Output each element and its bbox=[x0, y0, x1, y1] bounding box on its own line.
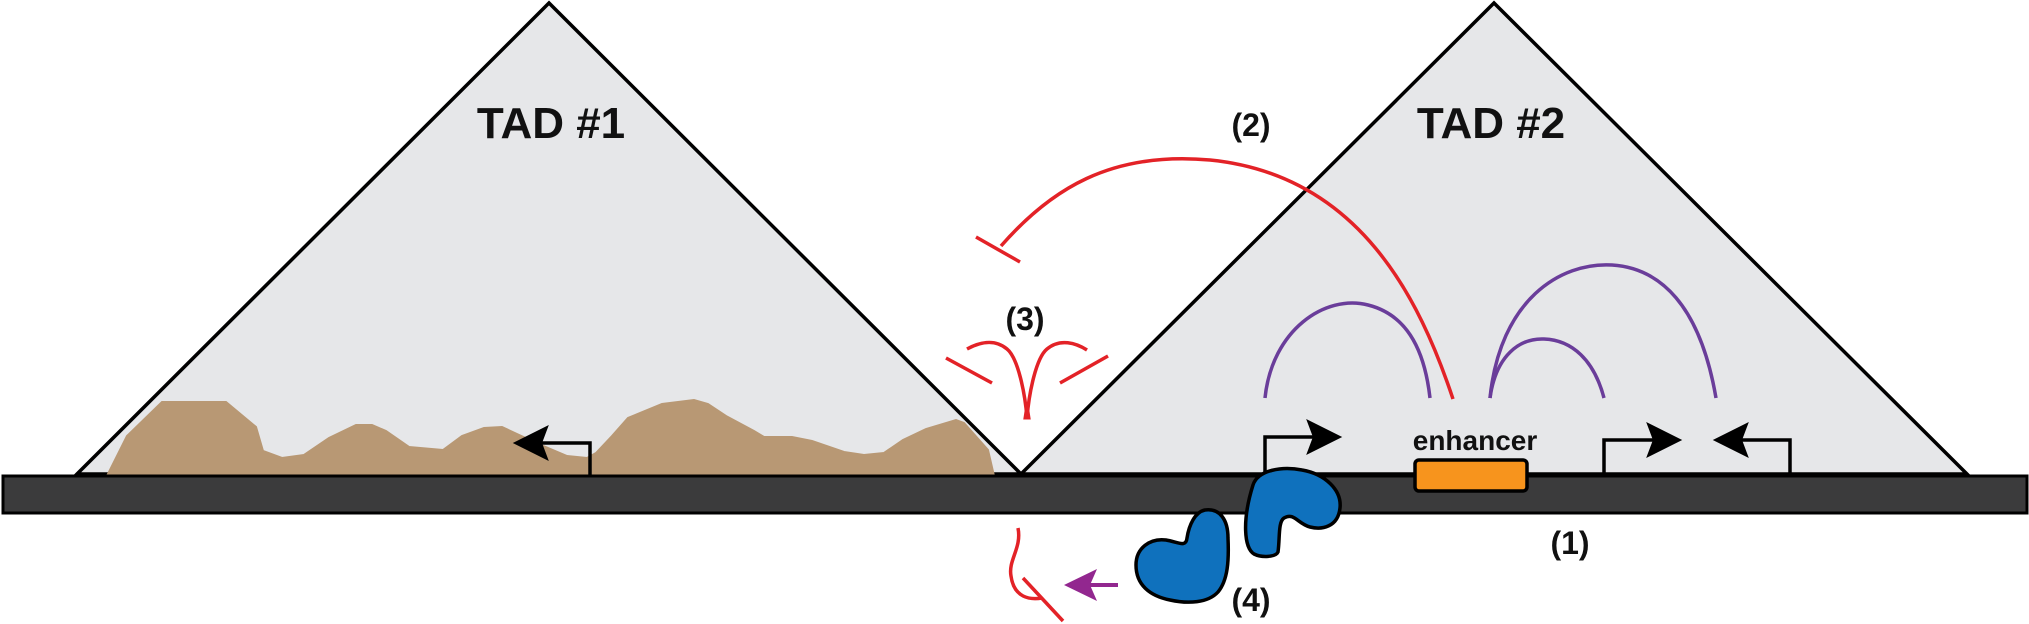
repression-arc-3 bbox=[945, 340, 1109, 420]
promoter-arrow-icon-gene-a bbox=[1263, 418, 1343, 476]
promoter-arrow-icon-gene-b bbox=[1602, 421, 1683, 476]
annotation-1: (1) bbox=[1550, 525, 1589, 561]
promoter-arrow-icon-gene-c bbox=[1712, 421, 1792, 476]
tad1-label: TAD #1 bbox=[477, 99, 625, 148]
enhancer-box bbox=[1413, 458, 1529, 493]
boundary-protein-2 bbox=[1134, 508, 1231, 604]
chromatin-bar bbox=[1, 474, 2029, 515]
contact-arc-1 bbox=[1263, 301, 1432, 399]
enhancer-label: enhancer bbox=[1413, 425, 1538, 456]
tad2-triangle bbox=[1016, 0, 1972, 476]
promoter-arrow-icon-tad1 bbox=[512, 424, 592, 476]
contact-arc-3 bbox=[1488, 337, 1606, 399]
repression-arc-4 bbox=[1008, 527, 1065, 623]
purple-arrow-icon bbox=[1064, 569, 1118, 601]
boundary-protein-1 bbox=[1243, 466, 1342, 559]
annotation-2: (2) bbox=[1231, 107, 1270, 143]
repression-arc-2 bbox=[975, 157, 1455, 400]
contact-arc-2 bbox=[1488, 263, 1718, 399]
annotation-3: (3) bbox=[1005, 301, 1044, 337]
annotation-4: (4) bbox=[1231, 582, 1270, 618]
tad2-label: TAD #2 bbox=[1417, 99, 1565, 148]
